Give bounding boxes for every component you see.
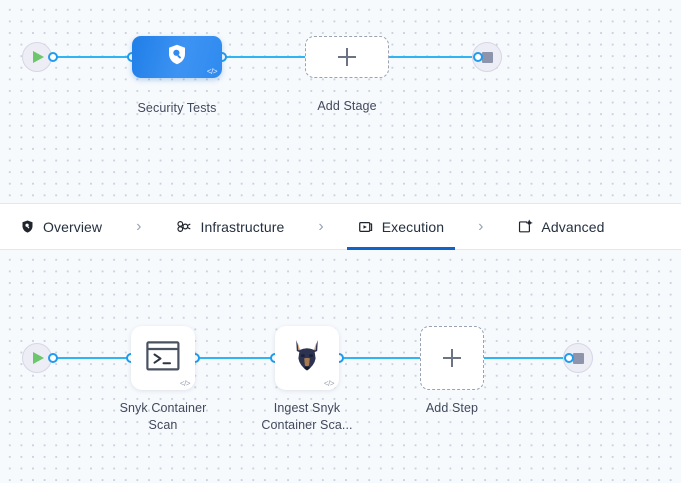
cluster-icon [175, 218, 192, 235]
code-badge: </> [206, 67, 218, 76]
tab-advanced-label: Advanced [541, 218, 605, 235]
port-start-out[interactable] [48, 52, 58, 62]
edge-start-to-snyk-scan [52, 357, 134, 359]
stop-icon [572, 352, 584, 364]
execution-steps-canvas[interactable]: </> Snyk Container Scan </> Ingest S [0, 250, 681, 483]
add-step-label: Add Step [425, 401, 479, 415]
tab-overview[interactable]: Overview [16, 204, 106, 250]
step-label-line1: Snyk Container [119, 401, 207, 415]
tab-infrastructure[interactable]: Infrastructure [171, 204, 288, 250]
steps-start-node[interactable] [22, 343, 52, 373]
tab-overview-label: Overview [43, 218, 103, 235]
tab-separator-1: › [136, 217, 142, 235]
tab-separator-2: › [318, 217, 324, 235]
step-label-ingest-snyk-container-scan: Ingest Snyk Container Sca... [232, 400, 382, 434]
step-node-snyk-container-scan[interactable]: </> [131, 326, 195, 390]
terminal-icon [146, 340, 180, 376]
port-steps-start-out[interactable] [48, 353, 58, 363]
stage-pipeline-canvas[interactable]: </> Security Tests Add Stage [0, 0, 681, 203]
add-step-button[interactable] [420, 326, 484, 390]
add-stage-label: Add Stage [317, 99, 377, 113]
play-icon [33, 352, 44, 364]
shield-icon [20, 219, 35, 234]
edge-add-step-to-end [482, 357, 571, 359]
edge-snyk-scan-to-ingest [196, 357, 282, 359]
edge-ingest-to-add-step [340, 357, 422, 359]
tab-infrastructure-label: Infrastructure [200, 218, 285, 235]
plus-icon [338, 48, 356, 66]
tab-advanced[interactable]: Advanced [513, 204, 608, 250]
edge-add-stage-to-end [387, 56, 480, 58]
plus-icon [443, 349, 461, 367]
play-icon [33, 51, 44, 63]
step-label-line2: Container Sca... [261, 418, 353, 432]
pipeline-end-node[interactable] [472, 42, 502, 72]
step-label-line2: Scan [148, 418, 178, 432]
step-label-line1: Ingest Snyk [273, 401, 341, 415]
step-label-snyk-container-scan: Snyk Container Scan [88, 400, 238, 434]
tab-execution-label: Execution [381, 218, 445, 235]
port-steps-end-in[interactable] [564, 353, 574, 363]
shield-search-icon [165, 43, 189, 72]
stop-icon [481, 51, 493, 63]
gear-bracket-icon [517, 219, 533, 235]
stage-node-security-tests[interactable]: </> [132, 36, 222, 78]
edge-security-tests-to-add-stage [222, 56, 307, 58]
code-badge: </> [179, 379, 191, 388]
add-stage-button[interactable] [305, 36, 389, 78]
tab-execution[interactable]: Execution [346, 204, 456, 250]
play-box-icon [358, 219, 374, 235]
code-badge: </> [323, 379, 335, 388]
pipeline-section-tabs[interactable]: Overview › Infrastructure › Execution › [0, 203, 681, 250]
step-node-ingest-snyk-container-scan[interactable]: </> [275, 326, 339, 390]
port-end-in[interactable] [473, 52, 483, 62]
doberman-icon [291, 338, 323, 379]
pipeline-start-node[interactable] [22, 42, 52, 72]
stage-node-label-security-tests: Security Tests [137, 101, 217, 115]
tab-separator-3: › [478, 217, 484, 235]
edge-start-to-security-tests [52, 56, 134, 58]
